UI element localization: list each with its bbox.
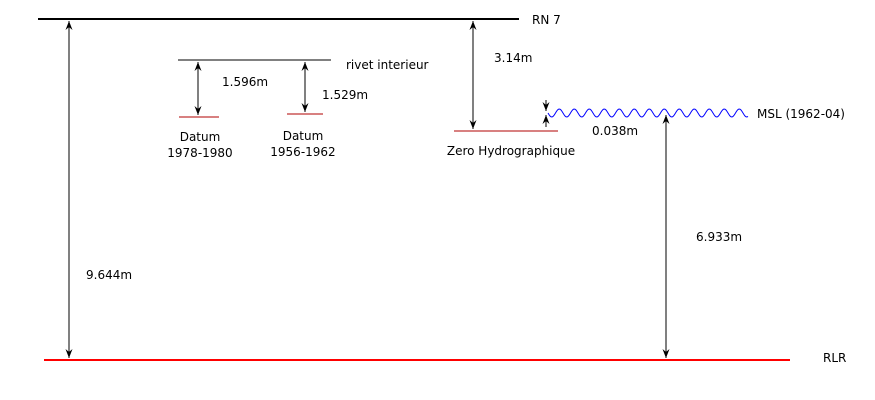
datum-1956-label-line2: 1956-1962 bbox=[270, 145, 335, 159]
msl-wave-line bbox=[547, 108, 749, 118]
rlr-label: RLR bbox=[823, 351, 846, 365]
datum-1978-label-line2: 1978-1980 bbox=[167, 146, 232, 160]
msl-label: MSL (1962-04) bbox=[757, 107, 845, 121]
measure-rn7-to-rlr: 9.644m bbox=[86, 268, 132, 282]
rivet-label: rivet interieur bbox=[346, 58, 429, 72]
datum-1978-label-line1: Datum bbox=[180, 130, 221, 144]
measure-msl-to-rlr: 6.933m bbox=[696, 230, 742, 244]
datum-1956-label-line1: Datum bbox=[283, 129, 324, 143]
measure-rivet-to-datum-1978: 1.596m bbox=[222, 75, 268, 89]
rn7-label: RN 7 bbox=[532, 13, 561, 27]
measure-rn7-to-zero-hydro: 3.14m bbox=[494, 51, 532, 65]
measure-zero-hydro-to-msl: 0.038m bbox=[592, 124, 638, 138]
measure-rivet-to-datum-1956: 1.529m bbox=[322, 88, 368, 102]
zero-hydro-label: Zero Hydrographique bbox=[447, 144, 575, 158]
